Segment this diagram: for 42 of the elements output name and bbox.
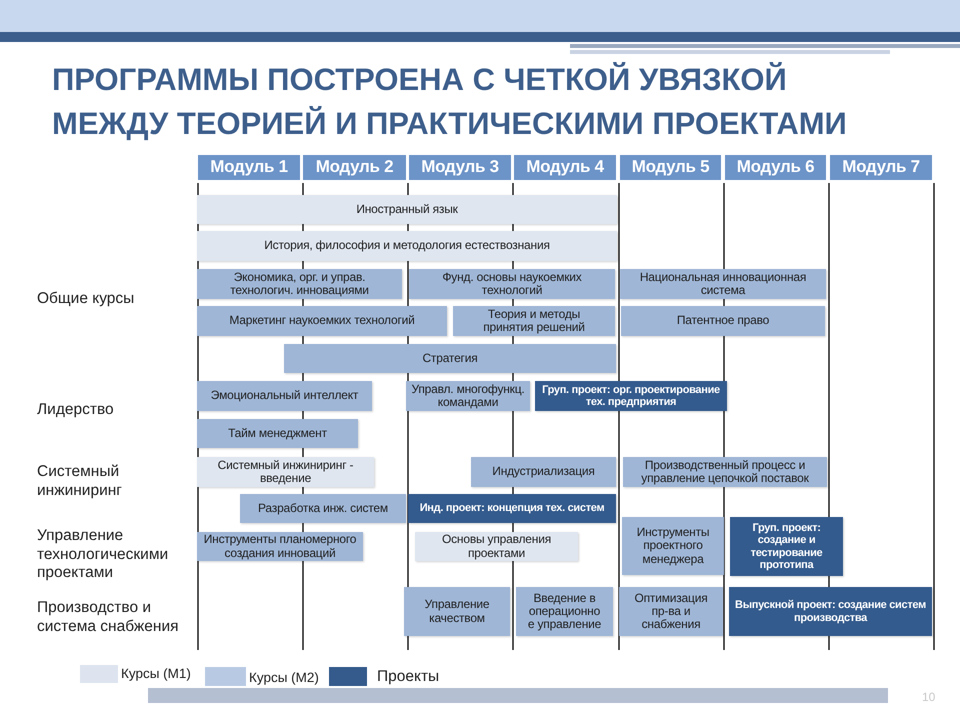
course-bar: Тайм менеджмент [197, 419, 358, 448]
course-bar: Стратегия [284, 344, 616, 373]
row-label: Лидерство [37, 401, 114, 420]
course-bar: История, философия и методология естествознания [197, 231, 617, 261]
module-header: Модуль 6 [725, 155, 826, 180]
slide-title: ПРОГРАММЫ ПОСТРОЕНА С ЧЕТКОЙ УВЯЗКОЙ МЕЖДУ ТЕОРИЕЙ И ПРАКТИЧЕСКИМИ ПРОЕКТАМИ [52, 61, 848, 144]
project-bar: Груп. проект: создание и тестирование прототипа [730, 517, 843, 576]
course-bar: Управление качеством [404, 587, 510, 636]
legend-label: Проекты [377, 668, 440, 686]
row-label: Общие курсы [37, 290, 134, 309]
project-bar: Выпускной проект: создание систем производства [729, 587, 932, 636]
project-bar: Инд. проект: концепция тех. систем [408, 494, 616, 523]
course-bar: Управл. многофункц. командами [406, 381, 530, 411]
row-label: Производство и система снабжения [37, 599, 180, 636]
course-bar: Национальная инновационная система [620, 269, 826, 299]
course-bar: Инструменты планомерного создания инноваций [197, 532, 363, 561]
course-bar: Производственный процесс и управление цепочкой поставок [623, 457, 827, 487]
module-header: Модуль 5 [620, 155, 721, 180]
course-bar: Патентное право [621, 306, 825, 336]
project-bar: Груп. проект: орг. проектирование тех. предприятия [535, 381, 727, 411]
legend-label: Курсы (М1) [121, 666, 191, 681]
legend-label: Курсы (М2) [249, 670, 319, 685]
module-header: Модуль 1 [198, 155, 300, 180]
row-label: Системный инжиниринг [37, 463, 123, 500]
course-bar: Инструменты проектного менеджера [622, 517, 724, 575]
course-bar: Системный инжиниринг - введение [197, 457, 374, 487]
course-bar: Фунд. основы наукоемких технологий [409, 269, 615, 299]
module-header: Модуль 3 [409, 155, 511, 180]
course-bar: Эмоциональный интеллект [197, 381, 372, 411]
course-bar: Теория и методы принятия решений [453, 306, 615, 336]
course-bar: Основы управления проектами [415, 532, 578, 561]
course-bar: Экономика, орг. и управ. технологич. инновациями [197, 269, 402, 299]
course-bar: Индустриализация [471, 457, 616, 487]
course-bar: Маркетинг наукоемких технологий [197, 306, 447, 336]
module-header: Модуль 2 [303, 155, 406, 180]
course-bar: Иностранный язык [197, 195, 617, 224]
row-label: Управление технологическими проектами [37, 527, 170, 583]
module-header: Модуль 7 [830, 155, 932, 180]
course-bar: Введение в операционно е управление [516, 587, 613, 636]
course-bar: Разработка инж. систем [240, 494, 406, 523]
course-bar: Оптимизация пр-ва и снабжения [619, 587, 723, 636]
module-header: Модуль 4 [514, 155, 616, 180]
